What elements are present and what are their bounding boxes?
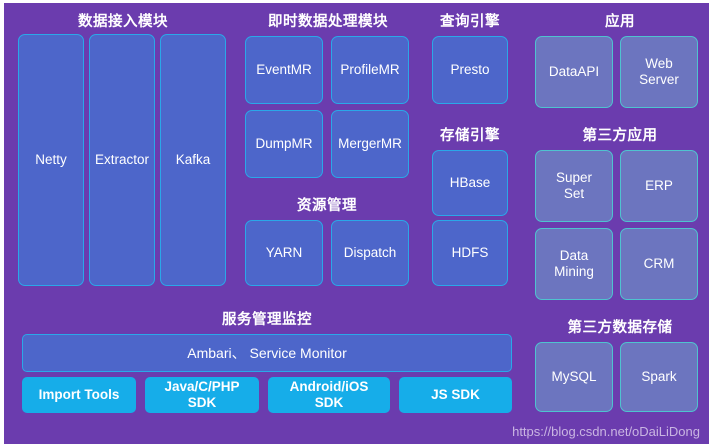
- group-title-resource-management: 资源管理: [297, 197, 357, 214]
- node-dispatch[interactable]: Dispatch: [331, 220, 409, 286]
- node-extractor[interactable]: Extractor: [89, 34, 155, 286]
- node-data-mining[interactable]: Data Mining: [535, 228, 613, 300]
- node-js-sdk[interactable]: JS SDK: [399, 377, 512, 413]
- node-presto[interactable]: Presto: [432, 36, 508, 104]
- node-crm[interactable]: CRM: [620, 228, 698, 300]
- node-dumpmr[interactable]: DumpMR: [245, 110, 323, 178]
- node-spark[interactable]: Spark: [620, 342, 698, 412]
- node-import-tools[interactable]: Import Tools: [22, 377, 136, 413]
- watermark-url: https://blog.csdn.net/oDaiLiDong: [512, 424, 700, 439]
- node-profilemr[interactable]: ProfileMR: [331, 36, 409, 104]
- node-web-server[interactable]: Web Server: [620, 36, 698, 108]
- group-title-service-monitor: 服务管理监控: [222, 311, 312, 328]
- node-yarn[interactable]: YARN: [245, 220, 323, 286]
- node-mergermr[interactable]: MergerMR: [331, 110, 409, 178]
- node-dataapi[interactable]: DataAPI: [535, 36, 613, 108]
- node-kafka[interactable]: Kafka: [160, 34, 226, 286]
- node-superset[interactable]: Super Set: [535, 150, 613, 222]
- node-hdfs[interactable]: HDFS: [432, 220, 508, 286]
- node-hbase[interactable]: HBase: [432, 150, 508, 216]
- group-title-realtime-processing: 即时数据处理模块: [268, 13, 388, 30]
- node-erp[interactable]: ERP: [620, 150, 698, 222]
- group-title-data-ingest: 数据接入模块: [78, 13, 168, 30]
- group-title-thirdparty-application: 第三方应用: [582, 127, 658, 144]
- node-netty[interactable]: Netty: [18, 34, 84, 286]
- node-android-ios-sdk[interactable]: Android/iOS SDK: [268, 377, 390, 413]
- node-ambari-service-monitor[interactable]: Ambari、 Service Monitor: [22, 334, 512, 372]
- group-title-storage-engine: 存储引擎: [440, 127, 500, 144]
- group-title-thirdparty-storage: 第三方数据存储: [567, 319, 673, 336]
- group-title-query-engine: 查询引擎: [440, 13, 500, 30]
- node-mysql[interactable]: MySQL: [535, 342, 613, 412]
- node-java-c-php-sdk[interactable]: Java/C/PHP SDK: [145, 377, 259, 413]
- group-title-application: 应用: [605, 13, 635, 30]
- node-eventmr[interactable]: EventMR: [245, 36, 323, 104]
